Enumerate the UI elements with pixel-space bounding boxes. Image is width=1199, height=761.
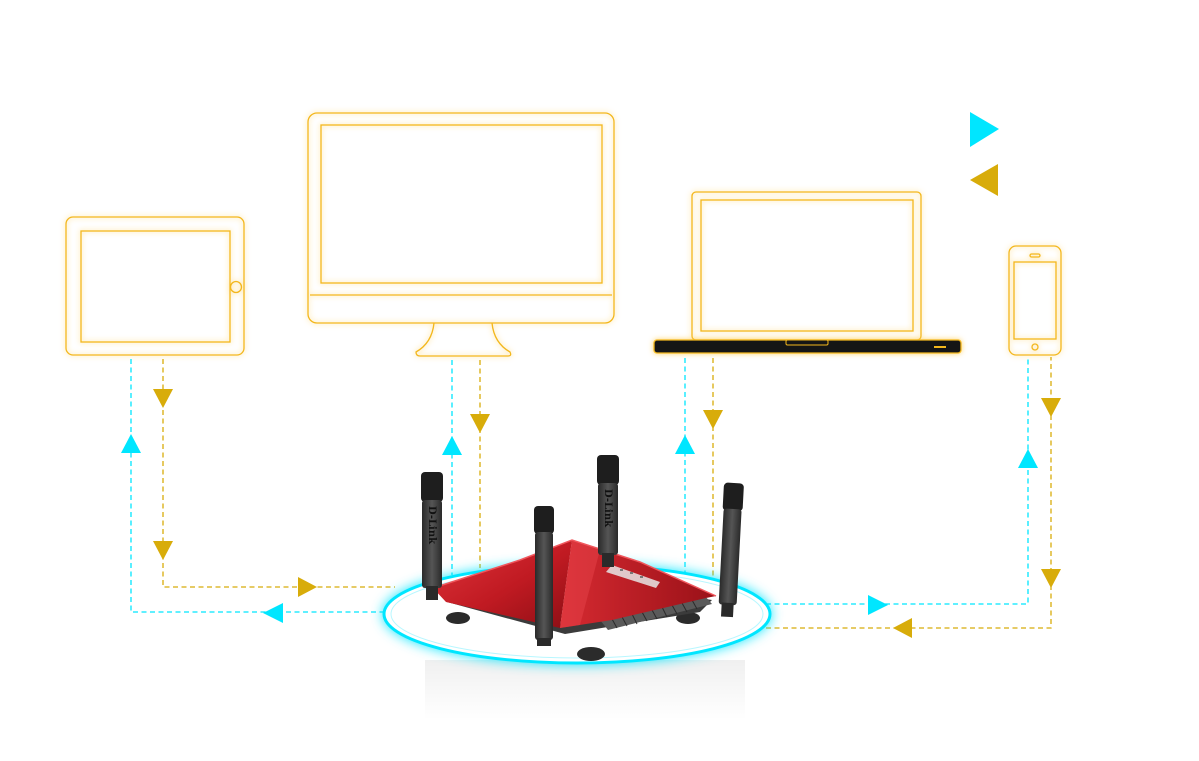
arrow-right-icon: [298, 577, 317, 597]
antenna-brand-label: D-Link: [426, 506, 437, 545]
upload-flow-lines: [130, 357, 1029, 613]
arrow-up-icon: [121, 434, 141, 453]
download-flow-lines: [162, 357, 1052, 629]
smartphone-icon: [1008, 245, 1062, 356]
arrow-left-icon: [893, 618, 912, 638]
arrow-up-icon: [675, 435, 695, 454]
arrow-right-icon: [868, 595, 888, 615]
router-antennas: D-Link D-Link: [421, 455, 744, 646]
wireless-router-icon: D-Link D-Link: [382, 455, 772, 720]
arrow-down-icon: [153, 541, 173, 560]
arrow-down-icon: [1041, 569, 1061, 588]
arrow-down-icon: [470, 414, 490, 433]
cyan-triangle-right-icon: [970, 112, 999, 147]
gold-triangle-left-icon: [970, 164, 998, 196]
laptop-icon: [691, 191, 922, 341]
tablet-icon: [65, 216, 245, 356]
download-arrows: [153, 389, 1061, 638]
arrow-down-icon: [153, 389, 173, 408]
upload-arrows: [121, 434, 1038, 623]
arrow-down-icon: [703, 410, 723, 429]
arrow-up-icon: [442, 436, 462, 455]
legend: [970, 112, 999, 196]
arrow-down-icon: [1041, 398, 1061, 417]
arrow-left-icon: [263, 603, 283, 623]
laptop-base: [653, 339, 962, 354]
desktop-monitor-icon: [307, 112, 615, 357]
arrow-up-icon: [1018, 449, 1038, 468]
antenna-brand-label: D-Link: [602, 489, 613, 528]
